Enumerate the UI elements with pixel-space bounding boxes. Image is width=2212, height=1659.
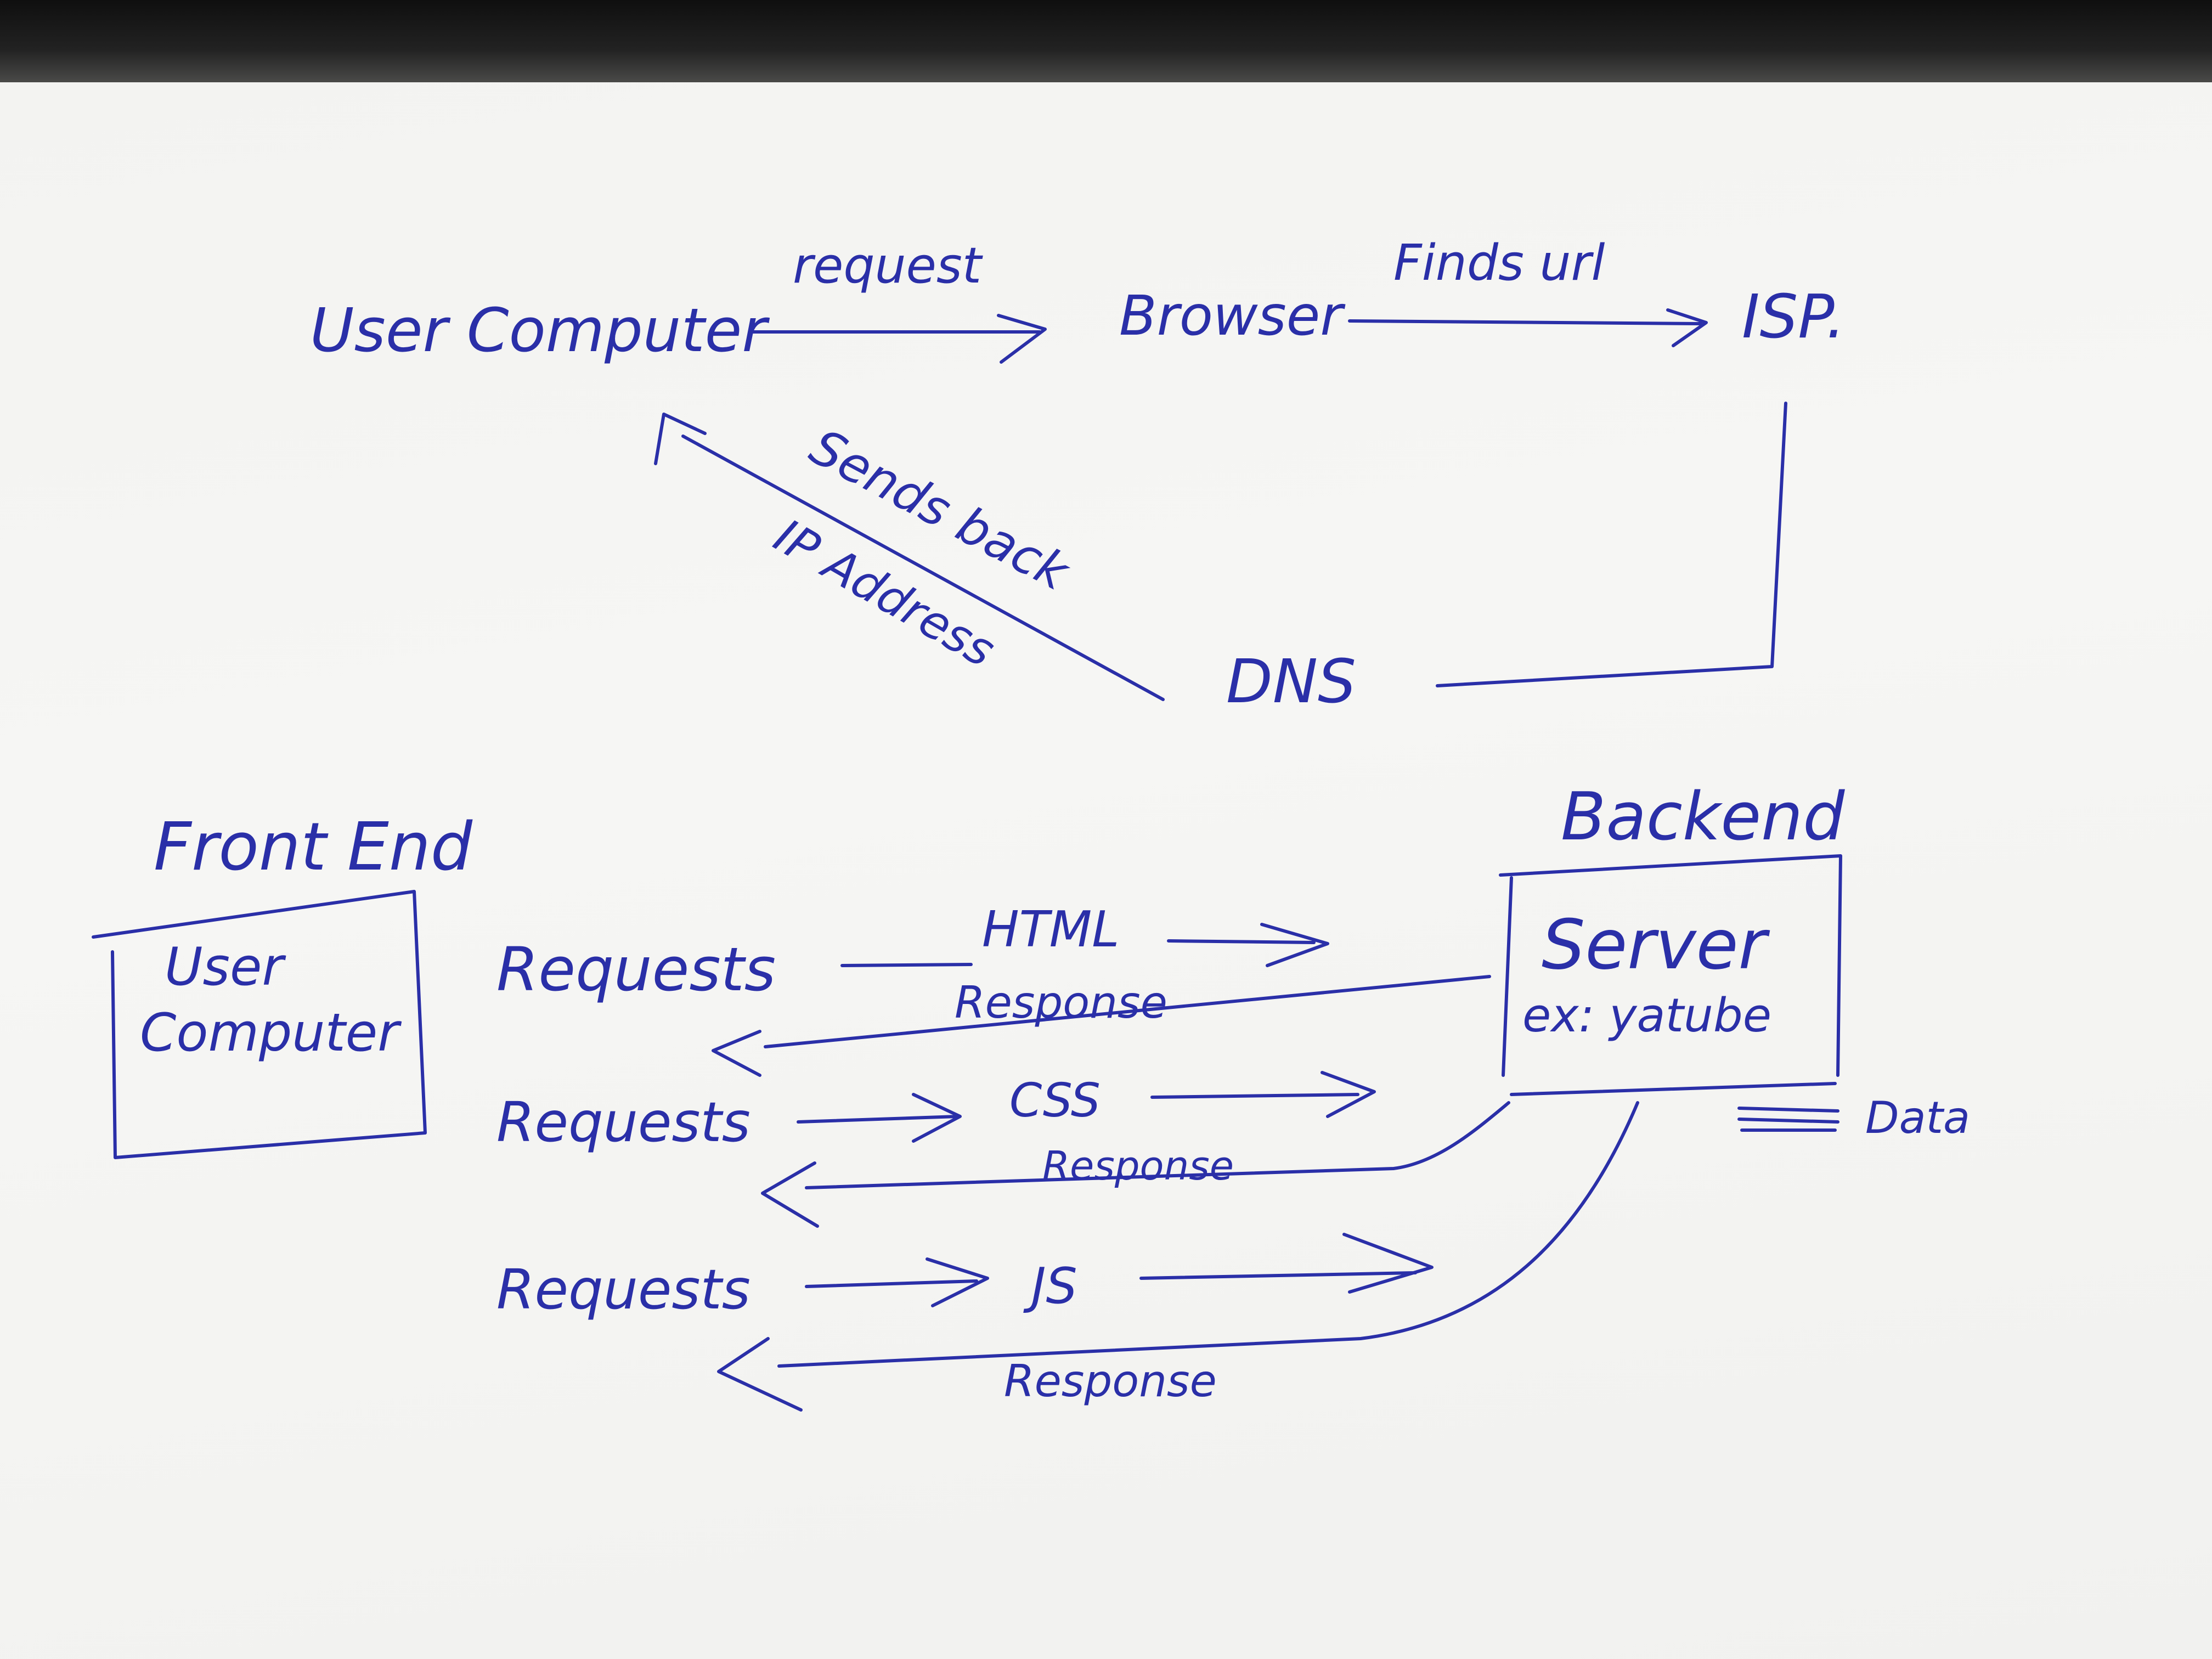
node-dns: DNS [1226,646,1356,716]
paper-sheet [0,82,2212,1659]
edge-label-request: request [793,237,984,295]
arrow-css-response [761,1101,1510,1228]
node-browser: Browser [1119,284,1346,348]
exchange-html-resource: HTML [982,901,1119,958]
arrow-finds-url [1348,308,1708,347]
arrow-css-request [797,1071,1376,1143]
server-label: Server [1542,905,1770,985]
exchange-css-resource: CSS [1009,1074,1101,1128]
exchange-css-request-label: Requests [496,1090,751,1154]
front-end-title: Front End [154,809,473,885]
exchange-js-request-label: Requests [496,1257,751,1322]
exchange-js-resource: JS [1023,1257,1077,1315]
node-user-computer: User Computer [310,295,770,365]
page-top-edge [0,0,2212,82]
backend-server-box [1499,854,1842,1096]
exchange-js-response: Response [1004,1356,1217,1407]
arrow-sends-back [654,413,1165,701]
server-example: ex: yatube [1522,989,1771,1043]
node-isp: ISP. [1742,281,1845,352]
backend-title: Backend [1561,779,1845,855]
exchange-css-response: Response [1042,1143,1234,1189]
front-end-box-line2: Computer [140,1003,402,1063]
edge-label-finds-url: Finds url [1393,234,1605,292]
front-end-box [92,890,427,1159]
data-label-scribble [1737,1107,1839,1132]
exchange-html-request-label: Requests [496,934,776,1005]
arrow-html-response [712,975,1491,1077]
data-label: Data [1865,1092,1970,1143]
arrow-js-response [717,1101,1639,1412]
exchange-html-response: Response [955,977,1167,1028]
arrow-request [750,314,1047,364]
connector-isp-to-dns [1436,402,1787,687]
arrow-html-request [840,923,1329,967]
arrow-js-request [805,1233,1434,1307]
front-end-box-line1: User [165,937,286,997]
